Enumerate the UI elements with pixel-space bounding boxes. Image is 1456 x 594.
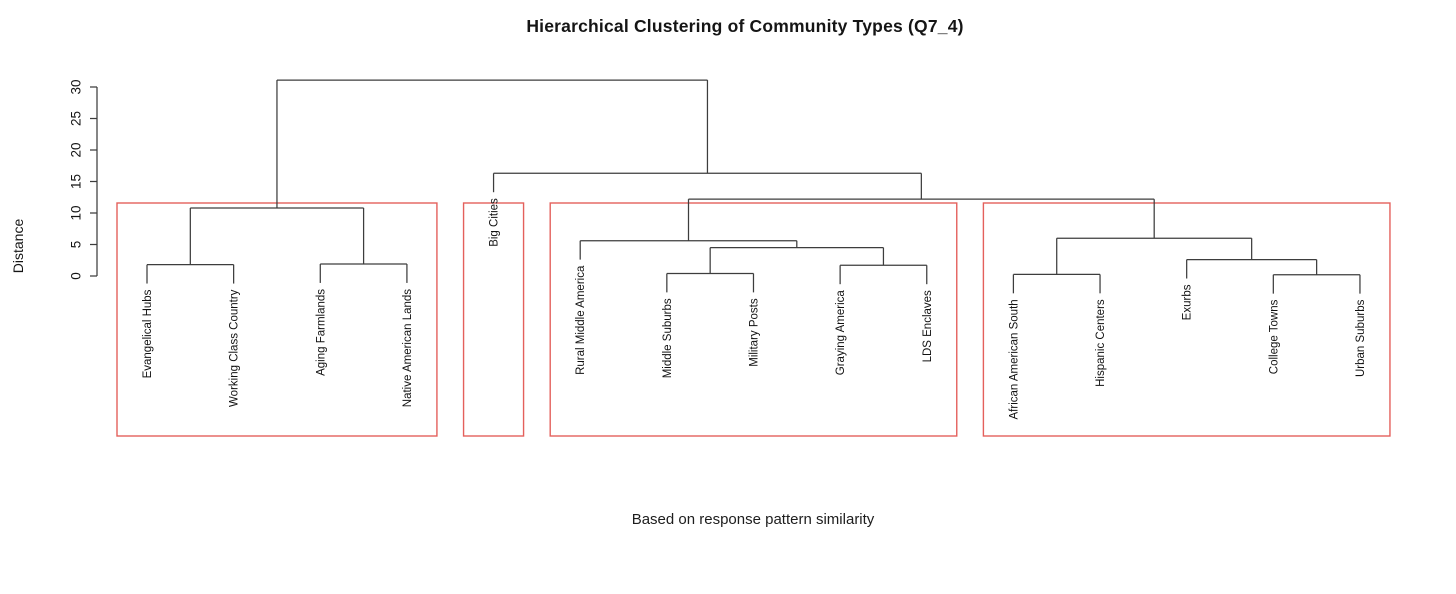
cluster-box [549,202,958,437]
leaf-label: Urban Suburbs [1355,299,1367,377]
leaf-label: Rural Middle America [575,265,587,375]
leaf-label: Middle Suburbs [662,298,674,378]
cluster-box [116,202,438,437]
leaf-label: Graying America [835,290,847,376]
y-tick-label: 25 [69,111,84,126]
chart-subtitle: Based on response pattern similarity [631,511,875,528]
cluster-box [982,202,1391,437]
leaf-label: Military Posts [749,298,761,367]
chart-title: Hierarchical Clustering of Community Typ… [526,16,964,36]
leaf-label: College Towns [1268,299,1280,374]
leaf-label: LDS Enclaves [922,290,934,362]
leaf-label: Hispanic Centers [1095,299,1107,387]
y-tick-label: 0 [69,272,84,280]
leaf-label: Aging Farmlands [315,289,327,376]
y-tick-label: 10 [69,205,84,220]
leaf-label: Evangelical Hubs [142,289,154,378]
y-tick-label: 30 [69,79,84,94]
leaf-label: African American South [1008,299,1020,419]
y-tick-label: 20 [69,142,84,157]
leaf-label: Exurbs [1182,284,1194,320]
leaf-label: Native American Lands [402,289,414,408]
y-tick-label: 15 [69,174,84,189]
cluster-box [462,202,525,437]
y-tick-label: 5 [69,241,84,249]
leaf-label: Working Class Country [229,289,241,407]
leaf-label: Big Cities [489,198,501,247]
